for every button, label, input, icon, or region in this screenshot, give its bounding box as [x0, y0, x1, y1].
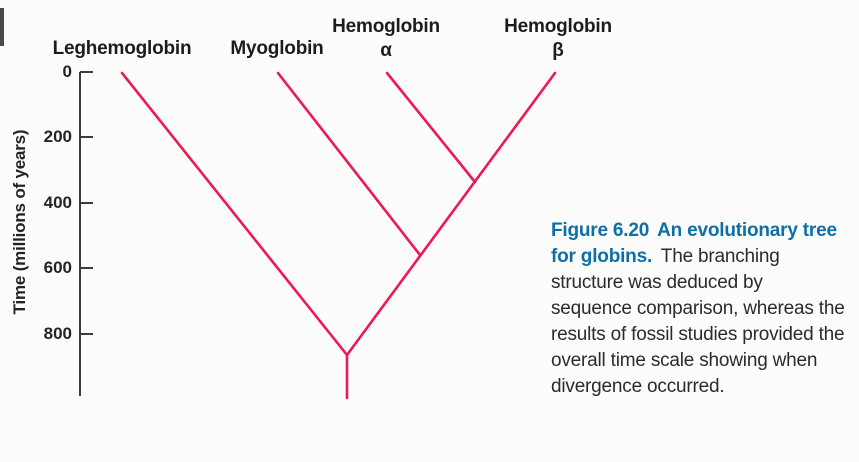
taxon-name: Hemoglobin — [332, 16, 440, 37]
branch-hemoglobin-alpha — [385, 71, 477, 184]
figure-caption-body: The branching structure was deduced by s… — [551, 246, 845, 397]
taxon-label-leghemoglobin: Leghemoglobin — [40, 37, 204, 61]
tick-label-0: 0 — [62, 62, 72, 81]
taxon-name: Myoglobin — [230, 38, 324, 59]
tick-label-400: 400 — [43, 193, 72, 212]
branch-trunk-hemoglobin-beta — [345, 71, 557, 357]
tick-label-600: 600 — [43, 258, 72, 277]
tick-label-800: 800 — [43, 324, 72, 343]
taxon-subscript: α — [380, 40, 392, 61]
taxon-label-hemoglobin-alpha: Hemoglobin α — [326, 15, 446, 63]
figure-title: An evolutionary tree for globins. — [551, 220, 837, 267]
figure-number: Figure 6.20 — [551, 220, 650, 241]
taxon-label-myoglobin: Myoglobin — [217, 37, 337, 61]
branch-myoglobin — [276, 71, 422, 257]
taxon-label-hemoglobin-beta: Hemoglobin β — [498, 15, 618, 63]
tick-label-200: 200 — [43, 127, 72, 146]
time-axis — [79, 71, 93, 396]
time-axis-title: Time (millions of years) — [10, 129, 29, 315]
branch-leghemoglobin — [120, 71, 349, 357]
taxon-subscript: β — [552, 40, 564, 61]
globin-tree — [120, 71, 557, 400]
scan-artifact — [0, 8, 4, 46]
taxon-name: Hemoglobin — [504, 16, 612, 37]
taxon-name: Leghemoglobin — [52, 38, 192, 59]
